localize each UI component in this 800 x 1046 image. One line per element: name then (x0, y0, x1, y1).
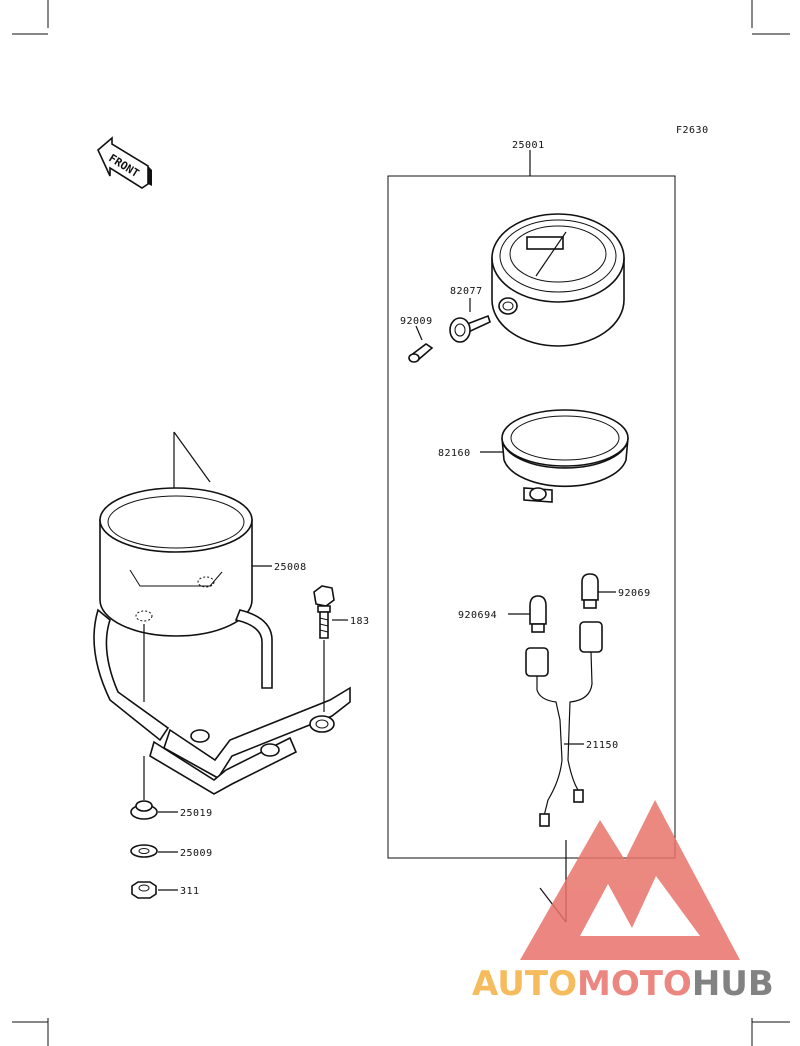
nut-part: 311 (131, 881, 200, 899)
washer-part: 25009 (130, 844, 213, 859)
damper-part: 25019 (130, 800, 213, 820)
label-82160: 82160 (438, 448, 471, 459)
crop-marks (12, 0, 790, 1046)
assembly-frame: 25001 (387, 140, 676, 859)
logo-part-hub: HUB (692, 964, 774, 1004)
meter-bracket-part: 25008 (93, 431, 351, 800)
label-25001: 25001 (512, 140, 545, 151)
label-92069: 92069 (618, 588, 651, 599)
label-25009: 25009 (180, 848, 213, 859)
label-311: 311 (180, 886, 200, 897)
label-25008: 25008 (274, 562, 307, 573)
label-183: 183 (350, 616, 370, 627)
bolt-part: 183 (313, 585, 370, 712)
front-arrow-icon: FRONT (97, 136, 152, 189)
label-920694: 920694 (458, 610, 497, 621)
svg-text:AUTOMOTOHUB: AUTOMOTOHUB (472, 964, 774, 1004)
logo-part-moto: MOTO (577, 964, 692, 1004)
label-21150: 21150 (586, 740, 619, 751)
automotohub-logo: AUTOMOTOHUB (472, 800, 774, 1004)
label-25019: 25019 (180, 808, 213, 819)
speedometer-gauge (491, 213, 625, 347)
figure-code: F2630 (676, 125, 709, 136)
screw-part: 92009 (400, 316, 434, 363)
gear-part: 82077 (449, 286, 491, 343)
bulb-part-a: 920694 (458, 595, 547, 633)
label-92009: 92009 (400, 316, 433, 327)
bulb-part-b: 92069 (581, 573, 651, 609)
bezel-ring-part: 82160 (438, 409, 629, 503)
label-82077: 82077 (450, 286, 483, 297)
logo-part-auto: AUTO (472, 964, 577, 1004)
wiring-harness-part: 21150 (525, 621, 619, 827)
